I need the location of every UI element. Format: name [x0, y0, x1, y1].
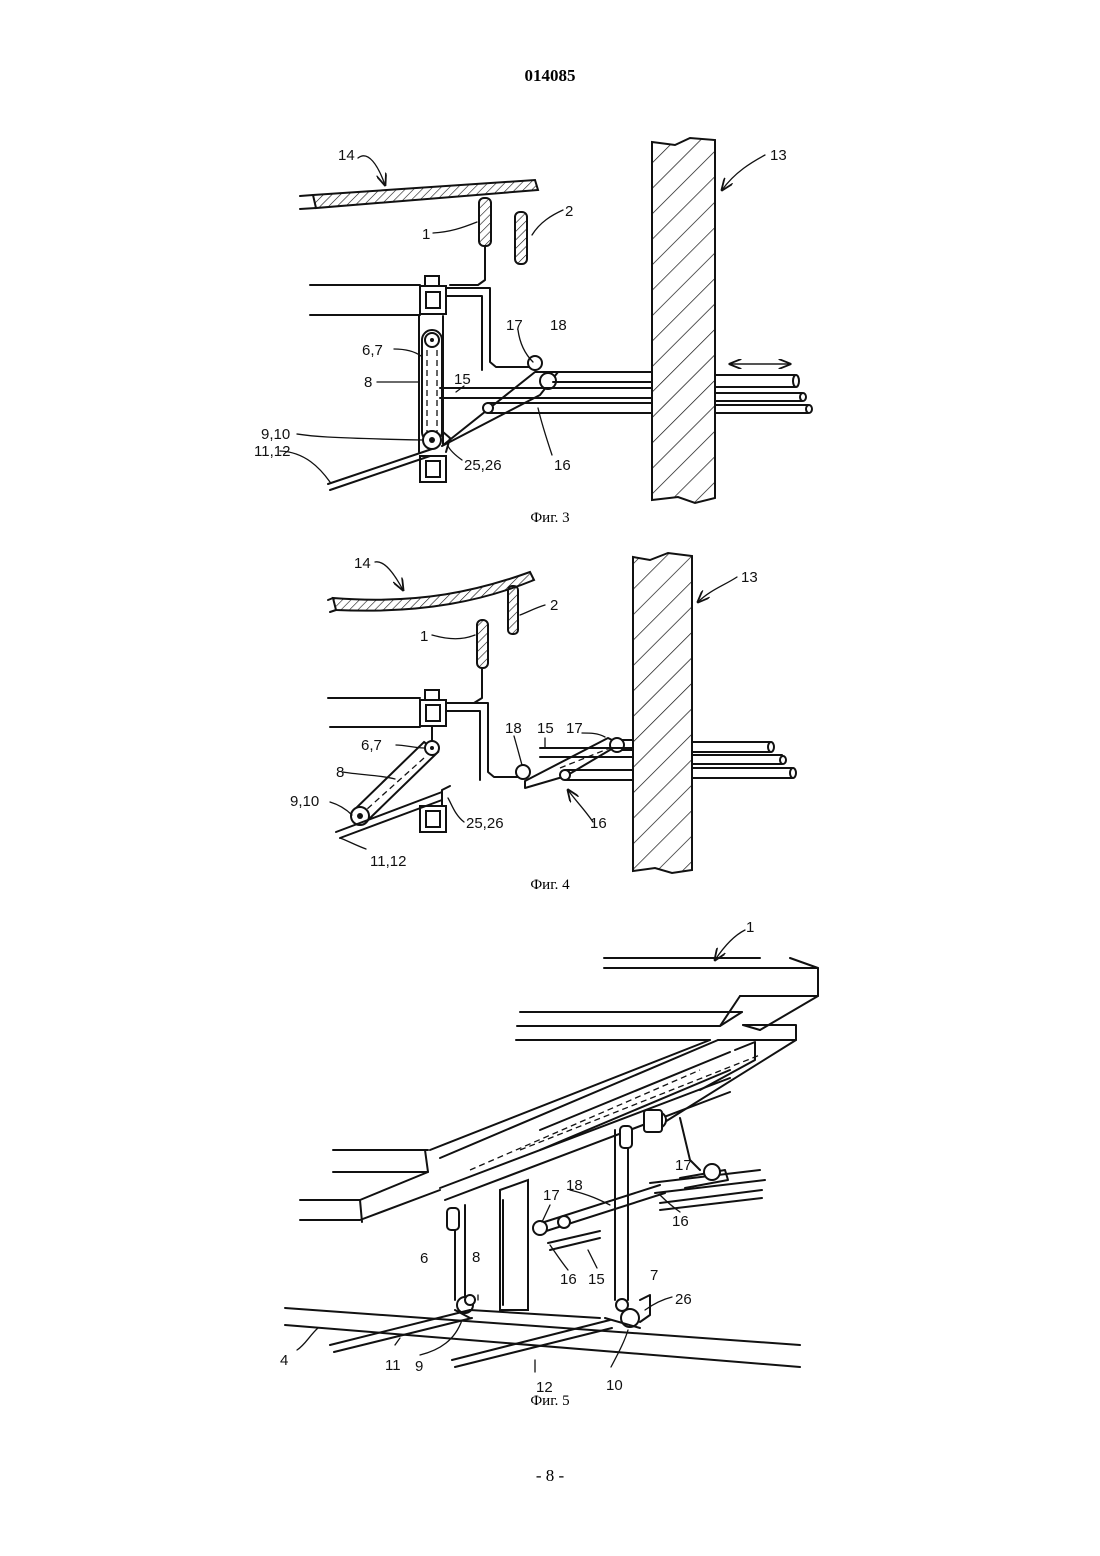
- floor-4-and-rods-11-12: [285, 1308, 800, 1367]
- link-6-7: [422, 330, 442, 449]
- label-18: 18: [550, 317, 567, 334]
- label-9-10: 9,10: [290, 793, 319, 810]
- label-6: 6: [420, 1250, 428, 1267]
- label-18: 18: [566, 1177, 583, 1194]
- figure-4-drawing: 14 13 2 1 18 15 17 6,7 8 9,10 25,26 16 1…: [0, 540, 1100, 880]
- label-17-right: 17: [675, 1157, 692, 1174]
- figure-5-caption: Фиг. 5: [0, 1393, 1100, 1410]
- label-8: 8: [472, 1249, 480, 1266]
- ceiling-panel-14: [328, 572, 534, 612]
- label-16: 16: [554, 457, 571, 474]
- label-8: 8: [364, 374, 372, 391]
- label-17-left: 17: [543, 1187, 560, 1204]
- label-11-12: 11,12: [254, 443, 290, 460]
- label-25-26: 25,26: [464, 457, 502, 474]
- label-17: 17: [506, 317, 523, 334]
- label-11: 11: [385, 1357, 401, 1374]
- label-16: 16: [590, 815, 607, 832]
- ceiling-panel-14: [300, 180, 538, 209]
- figure-4-caption: Фиг. 4: [0, 877, 1100, 894]
- rod-11-12: [328, 449, 432, 490]
- label-11-12: 11,12: [370, 853, 406, 870]
- hook-26: [640, 1295, 650, 1322]
- label-6-7: 6,7: [362, 342, 383, 359]
- label-16-left: 16: [560, 1271, 577, 1288]
- part-2: [508, 586, 518, 634]
- figure-5-drawing: 1 17 18 17 16 6 8 16 15 7 26 4 11 9 12 1…: [0, 900, 1100, 1400]
- label-9: 9: [415, 1358, 423, 1375]
- page-number: - 8 -: [0, 1466, 1100, 1486]
- label-2: 2: [565, 203, 573, 220]
- label-15: 15: [537, 720, 554, 737]
- label-14: 14: [338, 147, 355, 164]
- label-8: 8: [336, 764, 344, 781]
- label-14: 14: [354, 555, 371, 572]
- panel-8: [500, 1180, 528, 1310]
- label-26: 26: [675, 1291, 692, 1308]
- label-1: 1: [746, 919, 754, 936]
- label-13: 13: [770, 147, 787, 164]
- label-9-10: 9,10: [261, 426, 290, 443]
- label-2: 2: [550, 597, 558, 614]
- rods-15-17: [440, 372, 812, 413]
- figure-3-drawing: 14 13 1 2 17 18 6,7 15 8 9,10 11,12 25,2…: [0, 0, 1100, 520]
- wall-13: [652, 138, 715, 503]
- part-2: [515, 212, 527, 264]
- label-4: 4: [280, 1352, 288, 1369]
- label-13: 13: [741, 569, 758, 586]
- label-6-7: 6,7: [361, 737, 382, 754]
- label-10: 10: [606, 1377, 623, 1394]
- wall-13: [633, 553, 692, 873]
- leg-7: [615, 1126, 639, 1327]
- part-1: [446, 620, 488, 703]
- label-15: 15: [454, 371, 471, 388]
- roller-18: [516, 765, 530, 779]
- label-18: 18: [505, 720, 522, 737]
- label-7: 7: [650, 1267, 658, 1284]
- part-1: [450, 198, 491, 285]
- label-1: 1: [422, 226, 430, 243]
- label-25-26: 25,26: [466, 815, 504, 832]
- figure-3-caption: Фиг. 3: [0, 510, 1100, 527]
- label-16-right: 16: [672, 1213, 689, 1230]
- leg-6: [447, 1205, 475, 1313]
- label-1: 1: [420, 628, 428, 645]
- label-17: 17: [566, 720, 583, 737]
- label-15: 15: [588, 1271, 605, 1288]
